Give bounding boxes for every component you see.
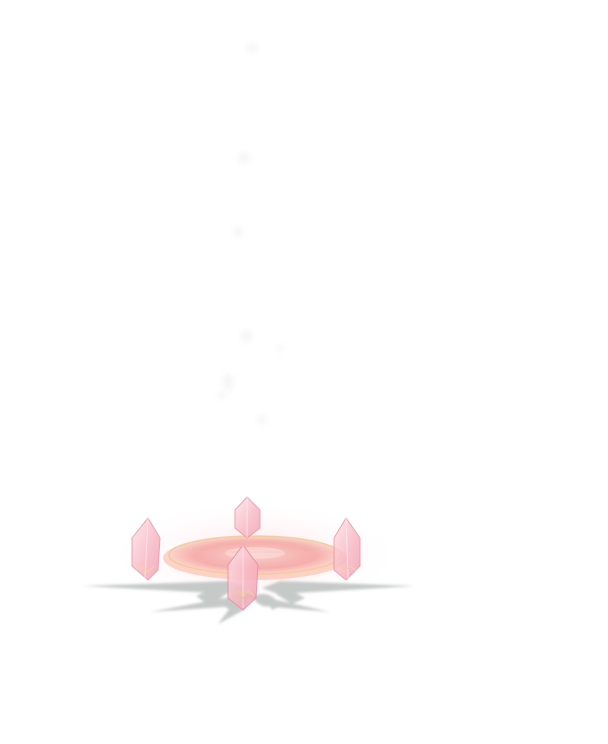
- mote: [247, 43, 257, 53]
- crystal-front: [227, 544, 259, 611]
- crystal-right: [333, 517, 361, 581]
- mote: [276, 344, 284, 352]
- crystal-back: [234, 496, 261, 539]
- mote: [257, 415, 267, 425]
- mote: [223, 373, 233, 391]
- floating-motes: [218, 43, 284, 425]
- crystal-left: [131, 517, 161, 581]
- mote: [218, 391, 226, 399]
- summoning-disc: [163, 535, 347, 580]
- mote: [233, 227, 243, 237]
- mote: [238, 152, 250, 164]
- mote: [240, 330, 252, 342]
